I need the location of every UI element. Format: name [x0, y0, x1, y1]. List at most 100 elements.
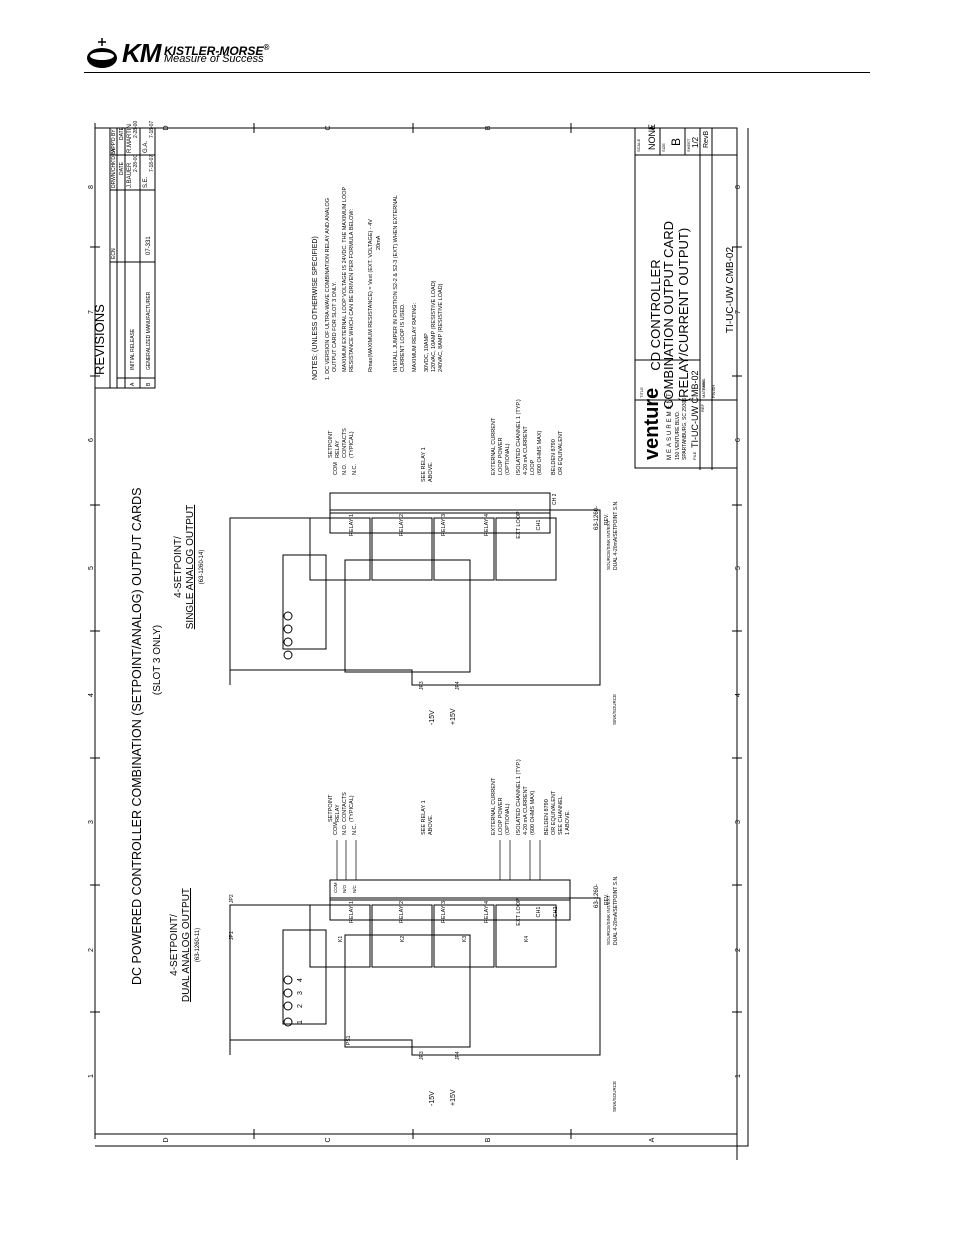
company-address: 150 VENTURE BLVD.	[675, 411, 681, 460]
size-value: B	[669, 138, 683, 146]
rev-label: REV.	[604, 514, 610, 525]
callout-text: OR EQUIVALENT	[551, 790, 557, 835]
terminal-label: N/C	[352, 885, 357, 894]
callout-text: SEE RELAY 1	[421, 800, 427, 835]
page-header: KM KISTLER-MORSE® Measure of Success	[0, 0, 954, 75]
callout-text: ABOVE.	[428, 461, 434, 482]
relay-k-label: K4	[524, 936, 530, 942]
callout-text: RELAY	[335, 440, 341, 458]
revision-drawn-by: S.E.	[143, 176, 149, 188]
switch-label: SOURCE/SINK INT/EXT	[606, 895, 611, 945]
callout-text: EXTERNAL CURRENT	[491, 417, 497, 475]
zone-letter: C	[325, 125, 332, 130]
titleblock-label: FINISH	[711, 385, 716, 398]
titleblock-label: SCALE	[636, 139, 641, 152]
titleblock-label: REF	[700, 403, 705, 412]
zone-number: 4	[735, 693, 742, 697]
brand-name: KISTLER-MORSE®	[164, 43, 270, 58]
kistler-morse-logo-icon	[87, 38, 117, 68]
switch-label: SINK/SOURCE	[612, 694, 617, 725]
company-logo: venture	[641, 388, 663, 460]
callout-text: LOOP POWER	[498, 437, 504, 475]
ch2-label: CH 2	[552, 493, 558, 505]
terminal-label: N/O	[342, 885, 347, 894]
pin-label: 2	[297, 1004, 304, 1008]
rev-value: RevB	[703, 131, 710, 148]
pin-label: 1	[297, 1020, 304, 1024]
ext-loop-label: EXT LOOP	[516, 898, 522, 926]
zone-letter: D	[163, 125, 170, 130]
callout-text: COM	[333, 822, 339, 835]
revision-approved-by: G.A.	[143, 141, 149, 153]
relay-k-label: K2	[400, 936, 406, 942]
zone-letter: D	[163, 1137, 170, 1142]
callout-text: (TYPICAL)	[349, 431, 355, 458]
callout-text: (TYPICAL)	[349, 795, 355, 822]
ext-loop-label: EXT LOOP	[516, 511, 522, 539]
relay-label: RELAY 2	[399, 901, 405, 923]
pin-label: 4	[297, 978, 304, 982]
ps-label: PS1	[346, 1035, 352, 1045]
titleblock-label: PART	[701, 379, 706, 390]
note-text: RESISTANCE WHICH CAN BE DRIVEN PER FORMU…	[349, 209, 355, 372]
zone-number: 3	[735, 820, 742, 824]
relay-k-label: K1	[338, 936, 344, 942]
voltage-label: +15V	[450, 708, 457, 725]
revisions-header: APP'D BY	[111, 129, 117, 152]
jumper-label: JP1	[229, 931, 235, 940]
zone-number: 4	[88, 693, 95, 697]
rev-label: REV.	[604, 894, 610, 905]
company-address: SPARTANBURG, SC 29306	[682, 398, 688, 460]
notes-heading: NOTES: (UNLESS OTHERWISE SPECIFIED)	[312, 236, 319, 380]
jumper-label: JP2	[229, 894, 235, 903]
zone-number: 2	[735, 948, 742, 952]
revision-approved-by: R.MARTIN	[127, 124, 133, 153]
zone-number: 5	[735, 566, 742, 570]
callout-text: N.C.	[352, 824, 358, 835]
zone-number: 8	[88, 185, 95, 189]
relay-label: RELAY 3	[441, 514, 447, 536]
relay-label: RELAY 1	[349, 901, 355, 923]
revision-date: 2-28-00	[133, 155, 139, 172]
revision-drawn-by: J.BAUER	[127, 162, 133, 188]
zone-number: 1	[88, 1074, 95, 1078]
zone-letter: B	[485, 1137, 492, 1142]
revision-date: 7-18-07	[149, 155, 155, 172]
board-dual-analog: 4-SETPOINT/ DUAL ANALOG OUTPUT (63-1260-…	[169, 840, 619, 1112]
relay-label: RELAY 4	[484, 901, 490, 923]
titleblock-label: TITLE	[639, 387, 644, 398]
zone-number: 1	[735, 1074, 742, 1078]
main-title: DC POWERED CONTROLLER COMBINATION (SETPO…	[130, 488, 144, 986]
note-text: 240VAC, 8AMP (RESISTIVE LOAD)	[438, 283, 444, 372]
ch1-label: CH1	[536, 906, 542, 917]
terminal-label: COM	[333, 882, 338, 893]
titleblock-label: FILE	[692, 451, 697, 460]
callout-text: 1 ABOVE.	[565, 810, 571, 835]
callout-text: LOOP POWER	[498, 797, 504, 835]
zone-number: 6	[735, 438, 742, 442]
callout-text: N.O.	[342, 823, 348, 835]
board-title: 4-SETPOINT/	[173, 536, 184, 598]
callout-text: N.O.	[342, 463, 348, 475]
revisions-header: ECN	[111, 248, 117, 259]
relay-label: RELAY 3	[441, 901, 447, 923]
jumper-label: JP3	[419, 681, 425, 690]
callout-text: (OPTIONAL)	[505, 443, 511, 475]
callout-text: BELDEN 8790	[551, 439, 557, 475]
board-single-analog: 4-SETPOINT/ SINGLE ANALOG OUTPUT (63-126…	[173, 492, 619, 725]
callout-text: N.C.	[352, 464, 358, 475]
revision-description: GENERALIZED MANUFACTURER	[146, 291, 152, 370]
part-label: 63-1260-	[594, 884, 600, 908]
relay-label: RELAY 4	[484, 514, 490, 536]
callout-text: ABOVE.	[428, 814, 434, 835]
zone-number: 2	[88, 948, 95, 952]
callout-text: COM	[333, 462, 339, 475]
revisions-table: REVISIONS ECN DRWN/CHK'D BY APP'D BY DAT…	[92, 121, 156, 389]
header-rule	[84, 72, 870, 73]
callout-text: ISOLATED CHANNEL 1 (TYP.)	[516, 399, 522, 475]
relay-label: RELAY 1	[349, 514, 355, 536]
callout-text: (OPTIONAL)	[505, 803, 511, 835]
file-value: TI-UC-UW CMB-02	[690, 371, 700, 449]
note-formula: 20mA	[376, 235, 382, 250]
zone-letter: C	[325, 1137, 332, 1142]
